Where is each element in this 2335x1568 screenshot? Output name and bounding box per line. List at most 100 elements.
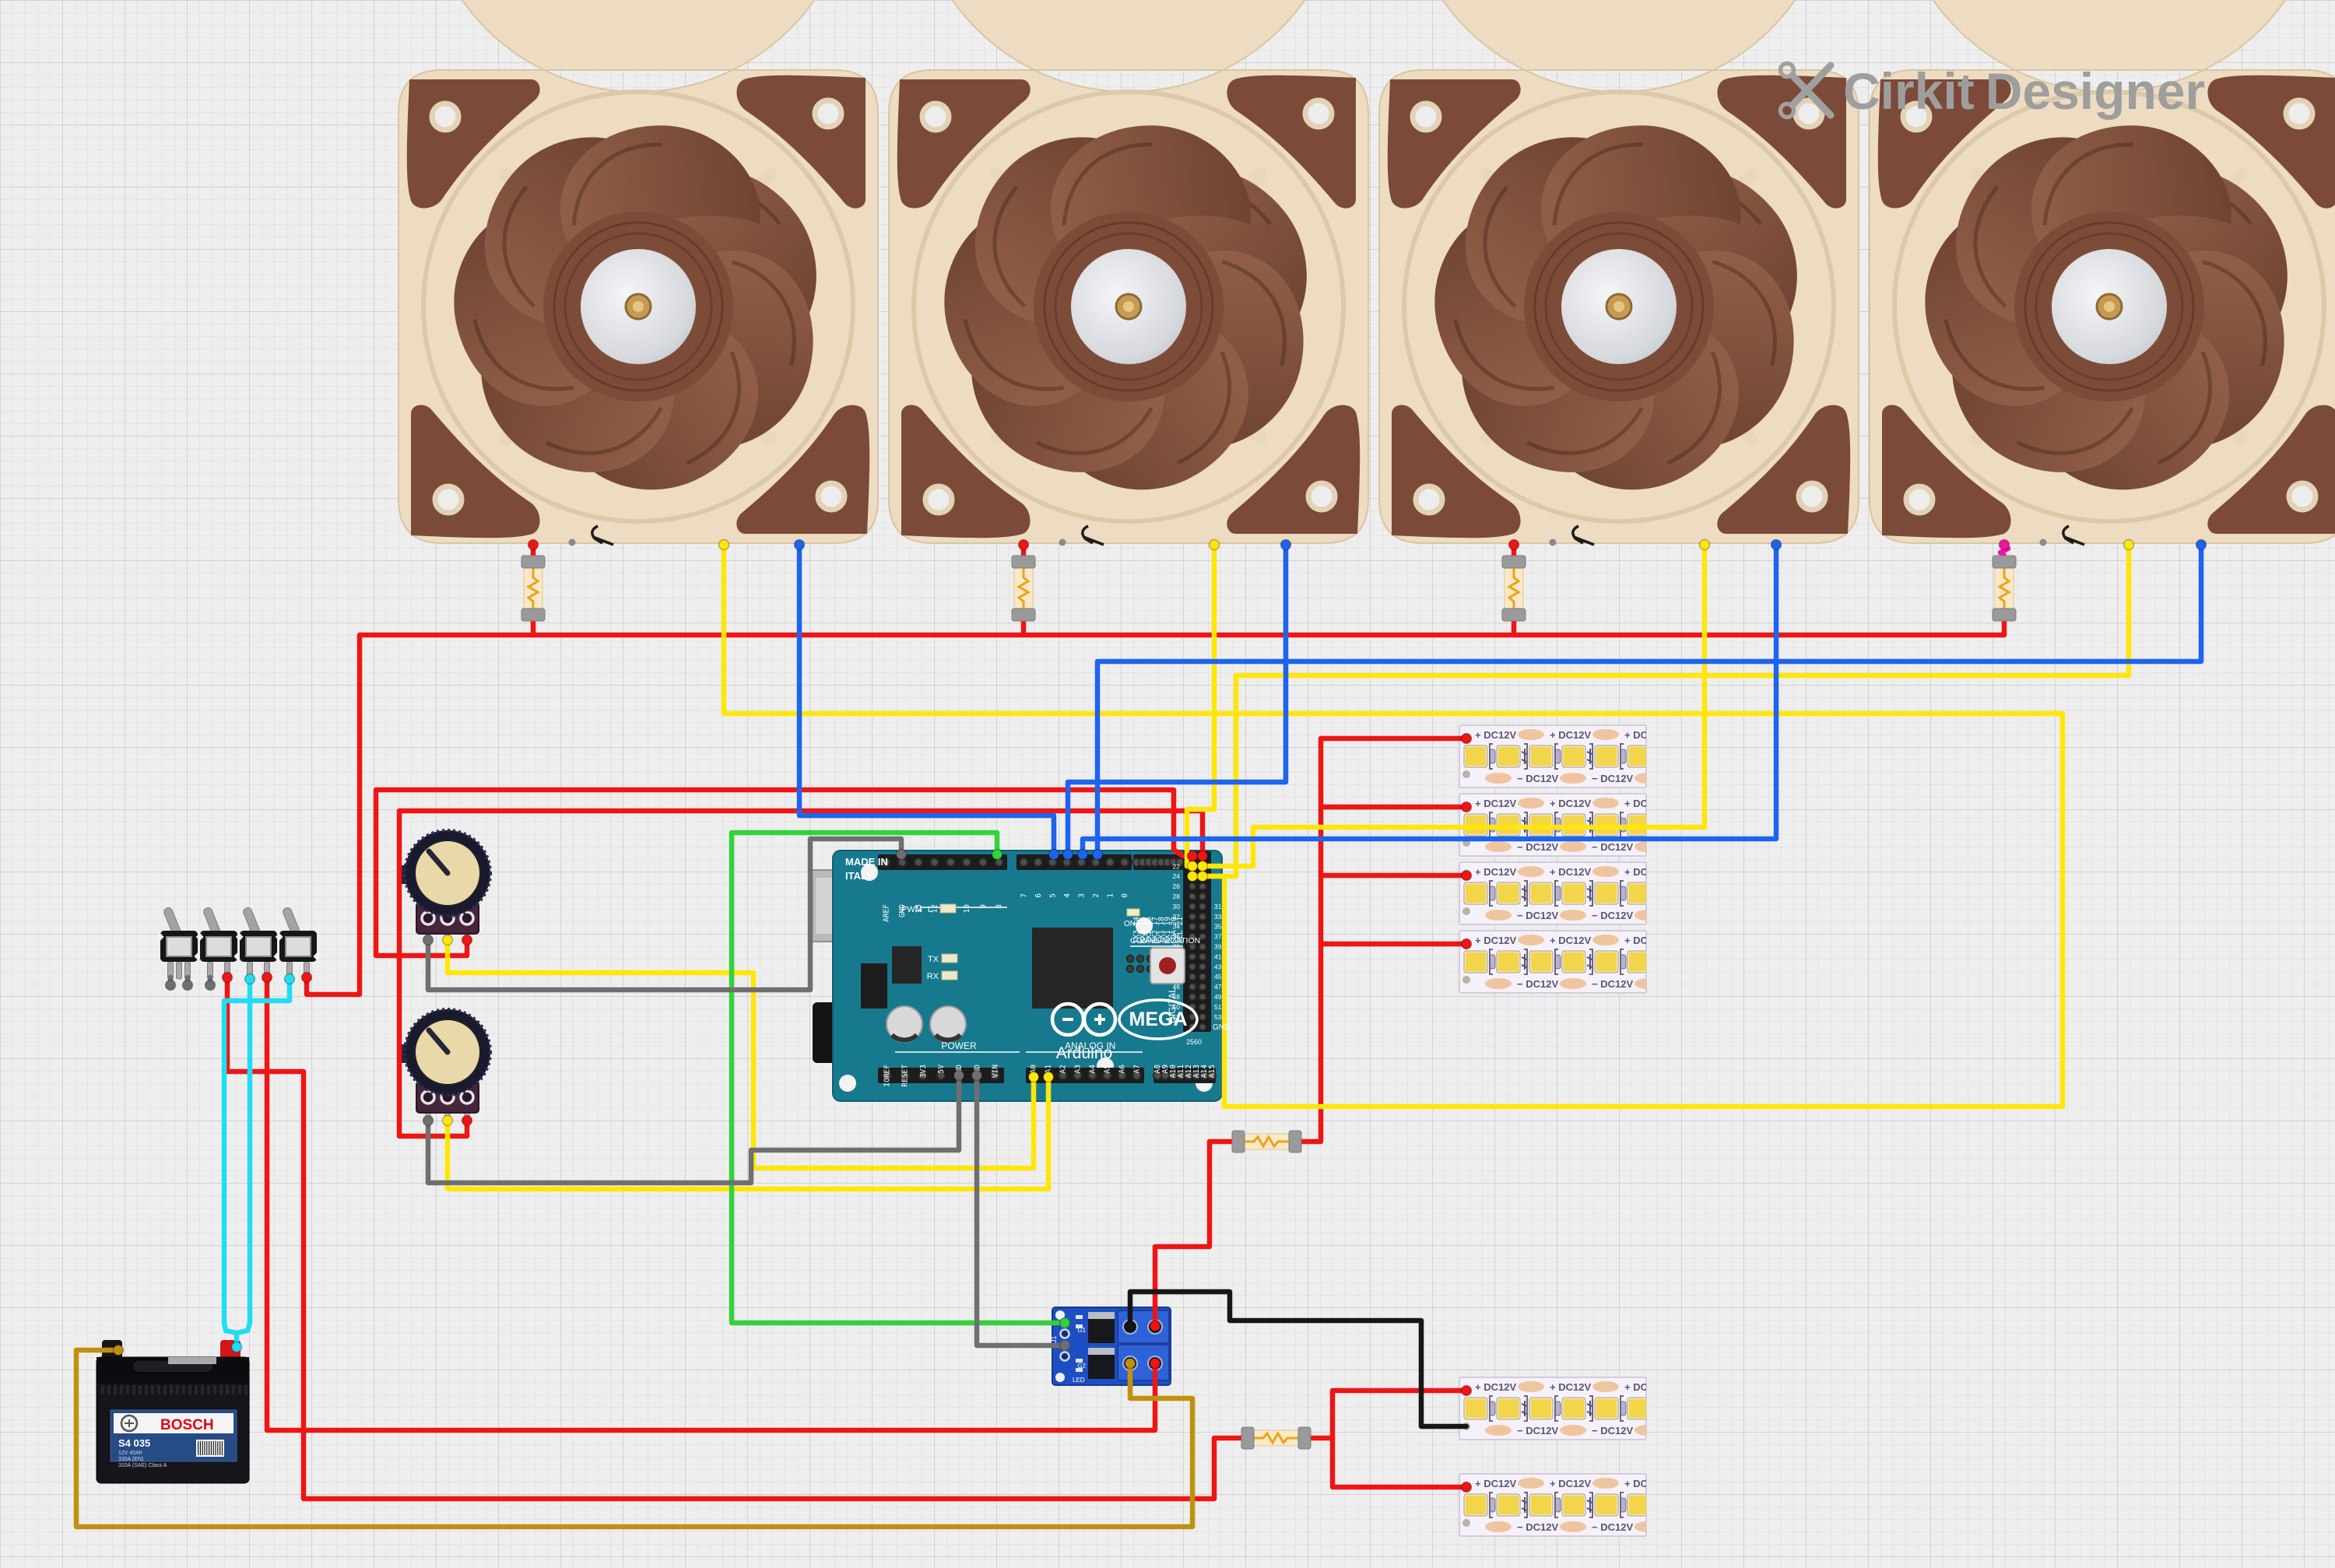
wire-blue-30[interactable] bbox=[1094, 542, 2204, 856]
wire-red-19[interactable] bbox=[1329, 1435, 1469, 1490]
connection-dot[interactable] bbox=[718, 538, 730, 551]
connection-dot[interactable] bbox=[261, 971, 273, 984]
wire-red-10[interactable] bbox=[396, 808, 1206, 1139]
connection-dot[interactable] bbox=[1076, 848, 1089, 861]
fan-1[interactable] bbox=[399, 0, 878, 546]
connection-dot[interactable] bbox=[461, 1114, 473, 1127]
wire-red-17[interactable] bbox=[1152, 1138, 1235, 1326]
connection-dot[interactable] bbox=[441, 934, 454, 946]
wire-olive-43[interactable] bbox=[73, 1347, 1196, 1530]
wire-red-9[interactable] bbox=[373, 787, 1196, 959]
wire-red-11[interactable] bbox=[224, 974, 1245, 1502]
led-strip-4[interactable]: + DC12V− DC12V+ DC12V− DC12V+ DC12V− DC1… bbox=[1459, 930, 1708, 994]
connection-dot[interactable] bbox=[181, 979, 194, 991]
toggle-switch-3[interactable] bbox=[235, 907, 282, 980]
connection-dot[interactable] bbox=[1460, 1384, 1473, 1397]
connection-dot[interactable] bbox=[1196, 870, 1209, 882]
connection-dot[interactable] bbox=[1017, 538, 1030, 551]
connection-dot[interactable] bbox=[2195, 538, 2207, 551]
fan-3[interactable] bbox=[1379, 0, 1859, 546]
connection-dot[interactable] bbox=[1186, 850, 1199, 862]
connection-dot[interactable] bbox=[1460, 869, 1473, 882]
connection-dot[interactable] bbox=[1149, 1357, 1161, 1370]
connection-dot[interactable] bbox=[441, 1114, 454, 1127]
connection-dot[interactable] bbox=[461, 934, 473, 946]
connection-dot[interactable] bbox=[422, 934, 434, 946]
wire-blue-27[interactable] bbox=[796, 542, 1057, 856]
connection-dot[interactable] bbox=[1770, 538, 1782, 551]
battery[interactable] bbox=[96, 1340, 250, 1484]
connection-dot[interactable] bbox=[793, 538, 806, 551]
fuse-horizontal-1[interactable] bbox=[1231, 1130, 1302, 1153]
connection-dot[interactable] bbox=[1508, 538, 1520, 551]
connection-dot[interactable] bbox=[1196, 850, 1209, 862]
connection-dot[interactable] bbox=[1149, 1320, 1161, 1332]
wire-yellow-24[interactable] bbox=[1189, 542, 2132, 879]
connection-dot[interactable] bbox=[1460, 801, 1473, 813]
connection-dot[interactable] bbox=[112, 1344, 125, 1356]
connection-dot[interactable] bbox=[1042, 1071, 1055, 1083]
connection-dot[interactable] bbox=[1186, 860, 1199, 872]
connection-dot[interactable] bbox=[244, 973, 256, 985]
wire-red-18[interactable] bbox=[1308, 1387, 1469, 1441]
connection-dot[interactable] bbox=[991, 848, 1003, 861]
connection-dot[interactable] bbox=[1059, 1339, 1071, 1352]
toggle-switch-1[interactable] bbox=[156, 907, 202, 980]
connection-dot[interactable] bbox=[527, 538, 539, 551]
led-strip-6[interactable]: + DC12V− DC12V+ DC12V− DC12V+ DC12V− DC1… bbox=[1459, 1473, 1708, 1537]
connection-dot[interactable] bbox=[971, 1069, 983, 1082]
wire-yellow-25[interactable] bbox=[444, 937, 1037, 1171]
connection-dot[interactable] bbox=[953, 1069, 965, 1082]
connection-dot[interactable] bbox=[1091, 848, 1104, 861]
wire-gray-36[interactable] bbox=[425, 836, 904, 993]
connection-dot[interactable] bbox=[1124, 1357, 1136, 1370]
connection-dot[interactable] bbox=[204, 979, 216, 991]
fuse-horizontal-2[interactable] bbox=[1241, 1426, 1311, 1450]
wire-blue-29[interactable] bbox=[1080, 542, 1779, 856]
connection-dot[interactable] bbox=[1048, 848, 1060, 861]
wire-green-35[interactable] bbox=[729, 830, 1063, 1326]
led-strip-1[interactable]: + DC12V− DC12V+ DC12V− DC12V+ DC12V− DC1… bbox=[1459, 724, 1708, 788]
connection-dot[interactable] bbox=[1124, 1320, 1136, 1332]
wire-black-42[interactable] bbox=[1127, 1289, 1469, 1429]
potentiometer-2[interactable] bbox=[399, 1008, 492, 1121]
connection-dot[interactable] bbox=[1998, 538, 2010, 551]
connection-dot[interactable] bbox=[164, 979, 177, 991]
connection-dot[interactable] bbox=[1027, 1071, 1040, 1083]
connection-dot[interactable] bbox=[230, 1341, 243, 1353]
connection-dot[interactable] bbox=[2123, 538, 2135, 551]
potentiometer-1[interactable] bbox=[399, 829, 492, 942]
connection-dot[interactable] bbox=[221, 971, 234, 984]
fuse-vertical-2[interactable] bbox=[1011, 555, 1036, 622]
wire-gray-37[interactable] bbox=[425, 1072, 962, 1186]
connection-dot[interactable] bbox=[300, 971, 313, 984]
connection-dot[interactable] bbox=[1698, 538, 1711, 551]
wire-gray-38[interactable] bbox=[974, 1072, 1063, 1349]
connection-dot[interactable] bbox=[1186, 870, 1199, 882]
connection-dot[interactable] bbox=[1460, 1481, 1473, 1493]
fuse-vertical-4[interactable] bbox=[1992, 555, 2017, 622]
led-strip-5[interactable]: + DC12V− DC12V+ DC12V− DC12V+ DC12V− DC1… bbox=[1459, 1377, 1708, 1440]
connection-dot[interactable] bbox=[1059, 1317, 1071, 1329]
connection-dot[interactable] bbox=[1460, 938, 1473, 950]
wire-cyan-32[interactable] bbox=[221, 976, 293, 1326]
connection-dot[interactable] bbox=[1208, 538, 1220, 551]
fan-2[interactable] bbox=[889, 0, 1368, 546]
connection-dot[interactable] bbox=[1460, 732, 1473, 745]
connection-dot[interactable] bbox=[1062, 848, 1074, 861]
wire-red-13[interactable] bbox=[1298, 735, 1469, 1145]
connection-dot[interactable] bbox=[1196, 860, 1209, 872]
led-strip-3[interactable]: + DC12V− DC12V+ DC12V− DC12V+ DC12V− DC1… bbox=[1459, 861, 1708, 925]
connection-dot[interactable] bbox=[283, 973, 296, 985]
connection-dot[interactable] bbox=[422, 1114, 434, 1127]
fuse-vertical-1[interactable] bbox=[521, 555, 546, 622]
toggle-switch-4[interactable] bbox=[275, 907, 321, 980]
connection-dot[interactable] bbox=[895, 848, 908, 861]
wire-blue-28[interactable] bbox=[1065, 542, 1289, 856]
connection-dot[interactable] bbox=[1280, 538, 1292, 551]
wire-red-1[interactable] bbox=[304, 632, 2007, 998]
toggle-switch-2[interactable] bbox=[195, 907, 242, 980]
fuse-vertical-3[interactable] bbox=[1501, 555, 1526, 622]
